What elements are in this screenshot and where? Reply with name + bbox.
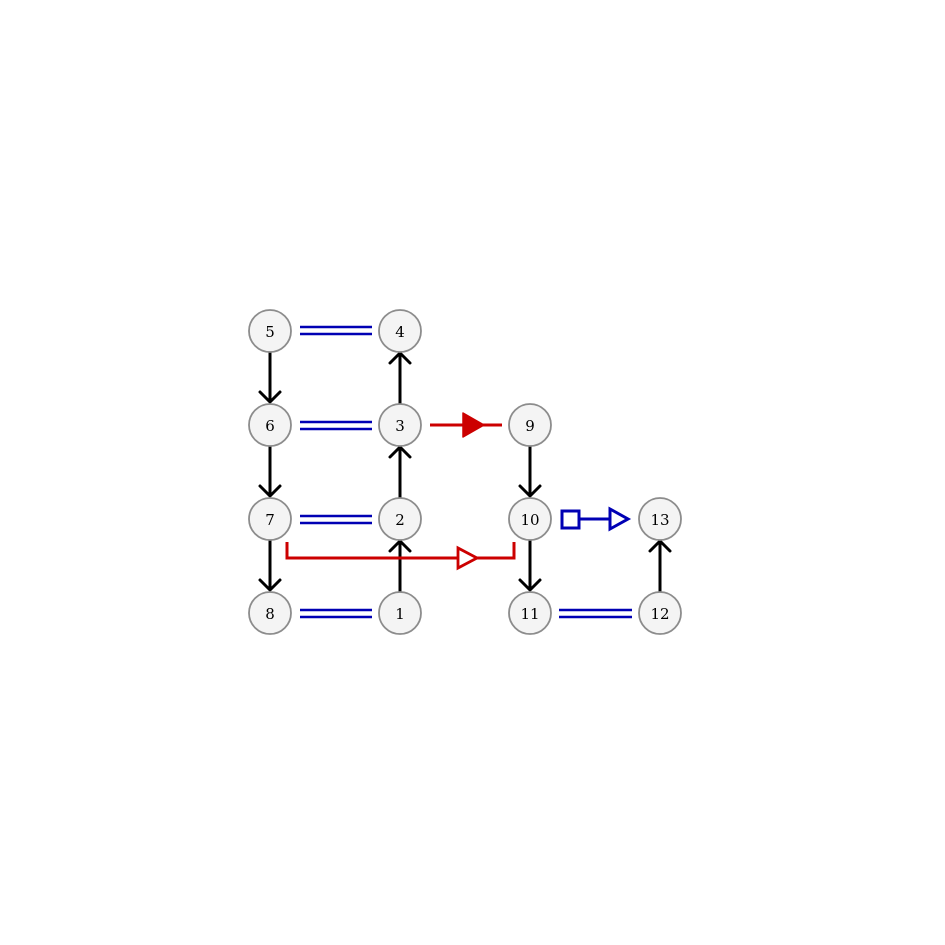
node-6: 6 <box>248 403 292 447</box>
node-12: 12 <box>638 591 682 635</box>
black-arrow-6-to-7 <box>258 446 282 498</box>
node-7: 7 <box>248 497 292 541</box>
node-13: 13 <box>638 497 682 541</box>
node-4: 4 <box>378 309 422 353</box>
red-filled-triangle-link-3-9 <box>430 412 502 438</box>
node-3: 3 <box>378 403 422 447</box>
node-6-label: 6 <box>265 417 275 435</box>
node-2: 2 <box>378 497 422 541</box>
double-line-5-4 <box>300 325 372 336</box>
node-8-label: 8 <box>265 605 275 623</box>
double-line-6-3 <box>300 420 372 431</box>
node-4-label: 4 <box>395 323 405 341</box>
double-line-8-1 <box>300 608 372 619</box>
node-10-label: 10 <box>520 511 539 529</box>
node-2-label: 2 <box>395 511 405 529</box>
node-12-label: 12 <box>650 605 669 623</box>
red-bracket-link-7-10 <box>285 542 516 571</box>
node-1-label: 1 <box>395 605 405 623</box>
black-arrow-5-to-6 <box>258 352 282 404</box>
node-5-label: 5 <box>265 323 275 341</box>
node-3-label: 3 <box>395 417 405 435</box>
node-9-label: 9 <box>525 417 535 435</box>
node-13-label: 13 <box>650 511 669 529</box>
node-7-label: 7 <box>265 511 275 529</box>
black-arrow-10-to-11 <box>518 540 542 592</box>
node-11: 11 <box>508 591 552 635</box>
black-arrow-9-to-10 <box>518 446 542 498</box>
node-10: 10 <box>508 497 552 541</box>
double-line-11-12 <box>559 608 632 619</box>
blue-square-triangle-link-10-13 <box>560 506 632 532</box>
black-arrow-7-to-8 <box>258 540 282 592</box>
node-5: 5 <box>248 309 292 353</box>
black-arrow-12-to-13 <box>648 539 672 592</box>
node-11-label: 11 <box>520 605 539 623</box>
black-arrow-1-to-2 <box>388 539 412 592</box>
node-8: 8 <box>248 591 292 635</box>
node-9: 9 <box>508 403 552 447</box>
black-arrow-3-to-4 <box>388 351 412 404</box>
double-line-7-2 <box>300 514 372 525</box>
node-1: 1 <box>378 591 422 635</box>
black-arrow-2-to-3 <box>388 445 412 498</box>
